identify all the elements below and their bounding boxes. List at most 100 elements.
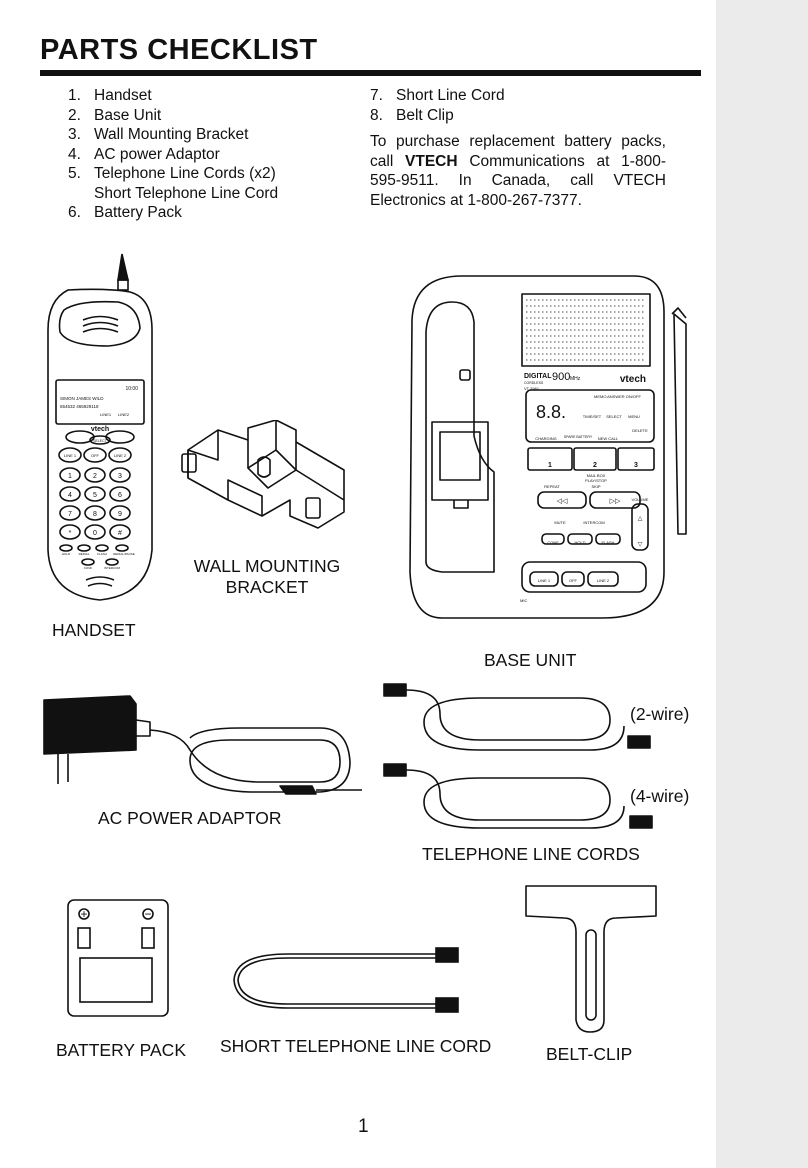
svg-text:10:00: 10:00 bbox=[125, 386, 138, 392]
svg-text:1: 1 bbox=[68, 473, 72, 480]
svg-text:CHARGING: CHARGING bbox=[535, 436, 557, 441]
purchase-note: To purchase replacement battery packs, c… bbox=[370, 133, 666, 209]
ac-adaptor-illustration bbox=[43, 695, 362, 795]
list-item: 8.Belt Clip bbox=[370, 106, 454, 124]
svg-text:MIC: MIC bbox=[520, 598, 527, 603]
svg-text:OFF: OFF bbox=[569, 578, 578, 583]
parts-list-right: 7.Short Line Cord 8.Belt Clip bbox=[370, 86, 670, 125]
svg-text:3: 3 bbox=[634, 462, 638, 469]
belt-clip-label: BELT-CLIP bbox=[546, 1044, 633, 1064]
svg-text:LINE1: LINE1 bbox=[100, 412, 112, 417]
four-wire-label: (4-wire) bbox=[630, 786, 690, 806]
svg-text:REPEAT: REPEAT bbox=[544, 484, 560, 489]
svg-text:INTERCOM: INTERCOM bbox=[583, 520, 604, 525]
page-title: PARTS CHECKLIST bbox=[40, 34, 318, 66]
wall-bracket-label: WALL MOUNTING BRACKET bbox=[193, 556, 341, 597]
svg-text:SKIP: SKIP bbox=[591, 484, 600, 489]
svg-text:REDIAL/PAUSE: REDIAL/PAUSE bbox=[113, 552, 135, 556]
svg-text:FLASH: FLASH bbox=[97, 552, 107, 556]
list-item: 1.Handset bbox=[68, 87, 152, 104]
svg-text:3: 3 bbox=[118, 473, 122, 480]
svg-text:*: * bbox=[69, 530, 72, 537]
short-cord-label: SHORT TELEPHONE LINE CORD bbox=[220, 1036, 492, 1056]
side-margin-bar bbox=[716, 0, 808, 1168]
svg-text:SIMON JAMES WILD: SIMON JAMES WILD bbox=[60, 396, 104, 401]
list-item: 2.Base Unit bbox=[68, 106, 162, 124]
base-unit-label: BASE UNIT bbox=[484, 650, 577, 670]
list-item: 3.Wall Mounting Bracket bbox=[68, 126, 249, 143]
svg-text:CORDLESS: CORDLESS bbox=[524, 381, 544, 385]
svg-text:INTERCOM: INTERCOM bbox=[104, 566, 121, 570]
list-item: Short Telephone Line Cord bbox=[94, 184, 279, 202]
svg-text:−: − bbox=[144, 907, 151, 921]
svg-text:NEW CALL: NEW CALL bbox=[598, 436, 619, 441]
svg-text:MHz: MHz bbox=[570, 376, 581, 382]
list-item: 7.Short Line Cord bbox=[370, 87, 505, 104]
svg-text:HOLD: HOLD bbox=[62, 552, 71, 556]
svg-text:654532 465929118: 654532 465929118 bbox=[60, 404, 99, 409]
svg-text:7: 7 bbox=[68, 511, 72, 518]
wall-bracket-illustration bbox=[181, 420, 345, 529]
belt-clip-illustration bbox=[525, 885, 657, 1033]
svg-text:MAIL BOX: MAIL BOX bbox=[587, 473, 606, 478]
svg-text:VOLUME: VOLUME bbox=[632, 497, 649, 502]
line-cords-label: TELEPHONE LINE CORDS bbox=[422, 844, 640, 864]
svg-text:+: + bbox=[80, 907, 87, 921]
svg-text:ANSWER ON/OFF: ANSWER ON/OFF bbox=[607, 394, 641, 399]
svg-text:5: 5 bbox=[93, 492, 97, 499]
svg-text:LINE 2: LINE 2 bbox=[114, 453, 127, 458]
base-unit-illustration: DIGITAL CORDLESS 900 MHz vtech VT 2961 M… bbox=[409, 275, 687, 619]
svg-text:6: 6 bbox=[118, 492, 122, 499]
svg-text:LINE2: LINE2 bbox=[118, 412, 130, 417]
list-item: 5.Telephone Line Cords (x2) bbox=[68, 165, 276, 182]
svg-text:TIME/SET: TIME/SET bbox=[583, 414, 602, 419]
svg-text:▽: ▽ bbox=[638, 542, 643, 548]
svg-text:4: 4 bbox=[68, 492, 72, 499]
svg-text:LINE 1: LINE 1 bbox=[538, 578, 551, 583]
handset-label: HANDSET bbox=[52, 620, 136, 640]
svg-text:LINE 2: LINE 2 bbox=[597, 578, 610, 583]
svg-text:DELETE: DELETE bbox=[632, 428, 648, 433]
svg-text:8: 8 bbox=[93, 511, 97, 518]
line-cords-illustration bbox=[383, 683, 653, 829]
svg-text:FLASH: FLASH bbox=[602, 540, 615, 545]
handset-illustration: 10:00 SIMON JAMES WILD 654532 465929118 … bbox=[47, 253, 153, 601]
svg-text:HOLD: HOLD bbox=[574, 540, 585, 545]
svg-text:CONF: CONF bbox=[547, 540, 559, 545]
svg-text:0: 0 bbox=[93, 530, 97, 537]
svg-text:PLAY/STOP: PLAY/STOP bbox=[585, 478, 607, 483]
svg-text:vtech: vtech bbox=[620, 374, 646, 385]
parts-list-left: 1.Handset 2.Base Unit 3.Wall Mounting Br… bbox=[68, 86, 318, 223]
svg-text:VT 2961: VT 2961 bbox=[524, 386, 540, 391]
battery-pack-illustration: + − bbox=[67, 899, 169, 1017]
svg-text:OFF: OFF bbox=[91, 453, 100, 458]
svg-text:9: 9 bbox=[118, 511, 122, 518]
page-number: 1 bbox=[358, 1116, 369, 1137]
svg-text:LINE 1: LINE 1 bbox=[64, 453, 77, 458]
svg-text:◁◁: ◁◁ bbox=[557, 498, 568, 505]
svg-text:#: # bbox=[118, 530, 122, 537]
svg-text:CONF: CONF bbox=[84, 566, 93, 570]
svg-text:1: 1 bbox=[548, 462, 552, 469]
svg-text:SPARE BATTERY: SPARE BATTERY bbox=[564, 435, 593, 439]
two-wire-label: (2-wire) bbox=[630, 704, 690, 724]
svg-text:DIGITAL: DIGITAL bbox=[524, 373, 552, 380]
svg-text:900: 900 bbox=[552, 371, 570, 383]
title-rule bbox=[40, 70, 701, 76]
svg-text:MEMO: MEMO bbox=[594, 394, 606, 399]
svg-text:△: △ bbox=[638, 516, 643, 522]
short-cord-illustration bbox=[233, 947, 459, 1013]
svg-text:MUTE: MUTE bbox=[554, 520, 566, 525]
svg-text:2: 2 bbox=[593, 462, 597, 469]
svg-text:SELECT: SELECT bbox=[606, 414, 622, 419]
svg-text:▷▷: ▷▷ bbox=[610, 498, 621, 505]
list-item: 4.AC power Adaptor bbox=[68, 145, 220, 163]
list-item: 6.Battery Pack bbox=[68, 204, 182, 221]
svg-text:8.8.: 8.8. bbox=[536, 402, 566, 422]
ac-adaptor-label: AC POWER ADAPTOR bbox=[98, 808, 282, 828]
svg-text:vtech: vtech bbox=[91, 426, 109, 433]
battery-pack-label: BATTERY PACK bbox=[56, 1040, 186, 1060]
svg-text:2: 2 bbox=[93, 473, 97, 480]
svg-text:REDIAL: REDIAL bbox=[79, 552, 90, 556]
svg-text:SELECT: SELECT bbox=[93, 439, 107, 443]
